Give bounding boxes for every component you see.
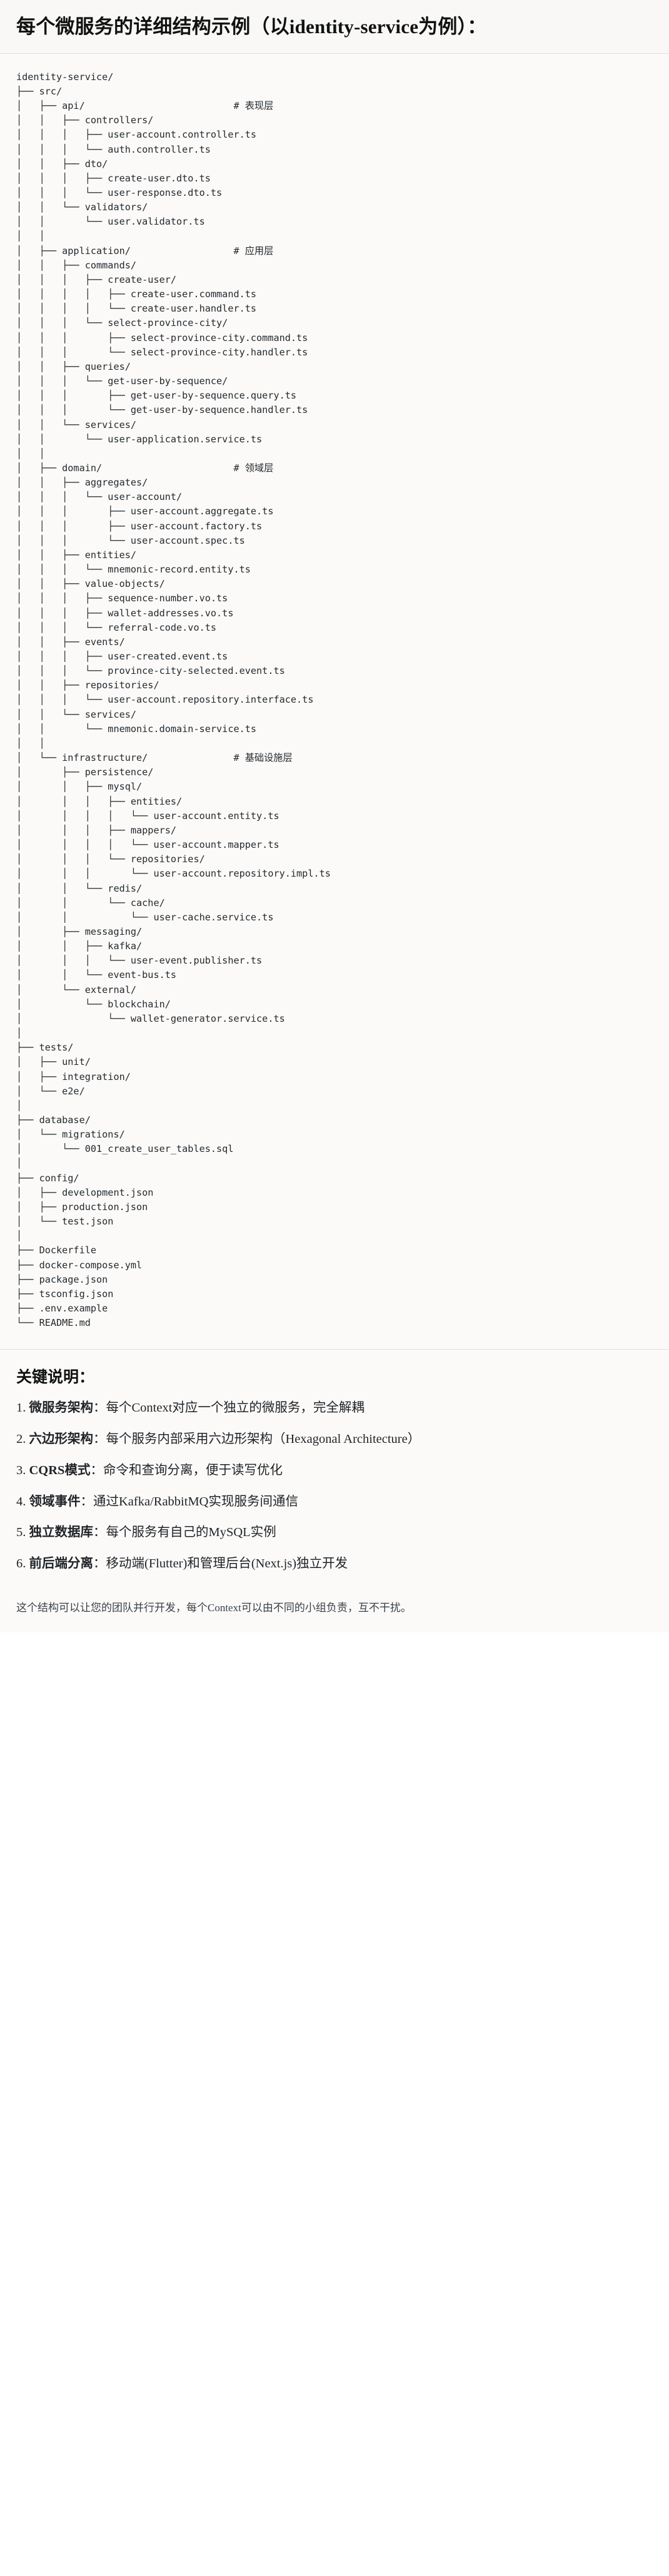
- note-separator: ：: [80, 1494, 94, 1509]
- closing-note: 这个结构可以让您的团队并行开发，每个Context可以由不同的小组负责，互不干扰…: [0, 1595, 669, 1633]
- note-label: 前后端分离: [29, 1557, 94, 1571]
- note-label: 领域事件: [29, 1494, 81, 1509]
- note-label: CQRS模式: [29, 1463, 91, 1477]
- list-item: 领域事件：通过Kafka/RabbitMQ实现服务间通信: [16, 1492, 653, 1512]
- key-notes-list: 微服务架构：每个Context对应一个独立的微服务，完全解耦 六边形架构：每个服…: [16, 1398, 653, 1574]
- heading-band: 每个微服务的详细结构示例（以identity-service为例）：: [0, 0, 669, 54]
- list-item: 六边形架构：每个服务内部采用六边形架构（Hexagonal Architectu…: [16, 1430, 653, 1449]
- note-separator: ：: [93, 1401, 106, 1415]
- key-notes-title: 关键说明：: [16, 1369, 95, 1387]
- note-label: 独立数据库: [29, 1525, 94, 1540]
- list-item: 独立数据库：每个服务有自己的MySQL实例: [16, 1523, 653, 1542]
- note-separator: ：: [90, 1463, 103, 1477]
- note-text: 每个服务内部采用六边形架构（Hexagonal Architecture）: [106, 1432, 421, 1447]
- list-item: 微服务架构：每个Context对应一个独立的微服务，完全解耦: [16, 1398, 653, 1418]
- note-text: 每个服务有自己的MySQL实例: [106, 1525, 276, 1540]
- note-separator: ：: [93, 1557, 106, 1571]
- note-text: 每个Context对应一个独立的微服务，完全解耦: [106, 1401, 365, 1415]
- note-separator: ：: [93, 1432, 106, 1447]
- directory-tree-block: identity-service/ ├── src/ │ ├── api/ # …: [0, 53, 669, 1350]
- directory-tree: identity-service/ ├── src/ │ ├── api/ # …: [16, 71, 331, 1329]
- key-notes-section: 关键说明： 微服务架构：每个Context对应一个独立的微服务，完全解耦 六边形…: [0, 1350, 669, 1596]
- note-text: 通过Kafka/RabbitMQ实现服务间通信: [93, 1494, 298, 1509]
- note-text: 移动端(Flutter)和管理后台(Next.js)独立开发: [106, 1557, 348, 1571]
- note-text: 命令和查询分离，便于读写优化: [103, 1463, 283, 1477]
- note-label: 微服务架构: [29, 1401, 94, 1415]
- page-title: 每个微服务的详细结构示例（以identity-service为例）：: [16, 16, 487, 38]
- list-item: 前后端分离：移动端(Flutter)和管理后台(Next.js)独立开发: [16, 1554, 653, 1574]
- note-label: 六边形架构: [29, 1432, 94, 1447]
- document-page: 每个微服务的详细结构示例（以identity-service为例）： ident…: [0, 0, 669, 1632]
- list-item: CQRS模式：命令和查询分离，便于读写优化: [16, 1461, 653, 1480]
- note-separator: ：: [93, 1525, 106, 1540]
